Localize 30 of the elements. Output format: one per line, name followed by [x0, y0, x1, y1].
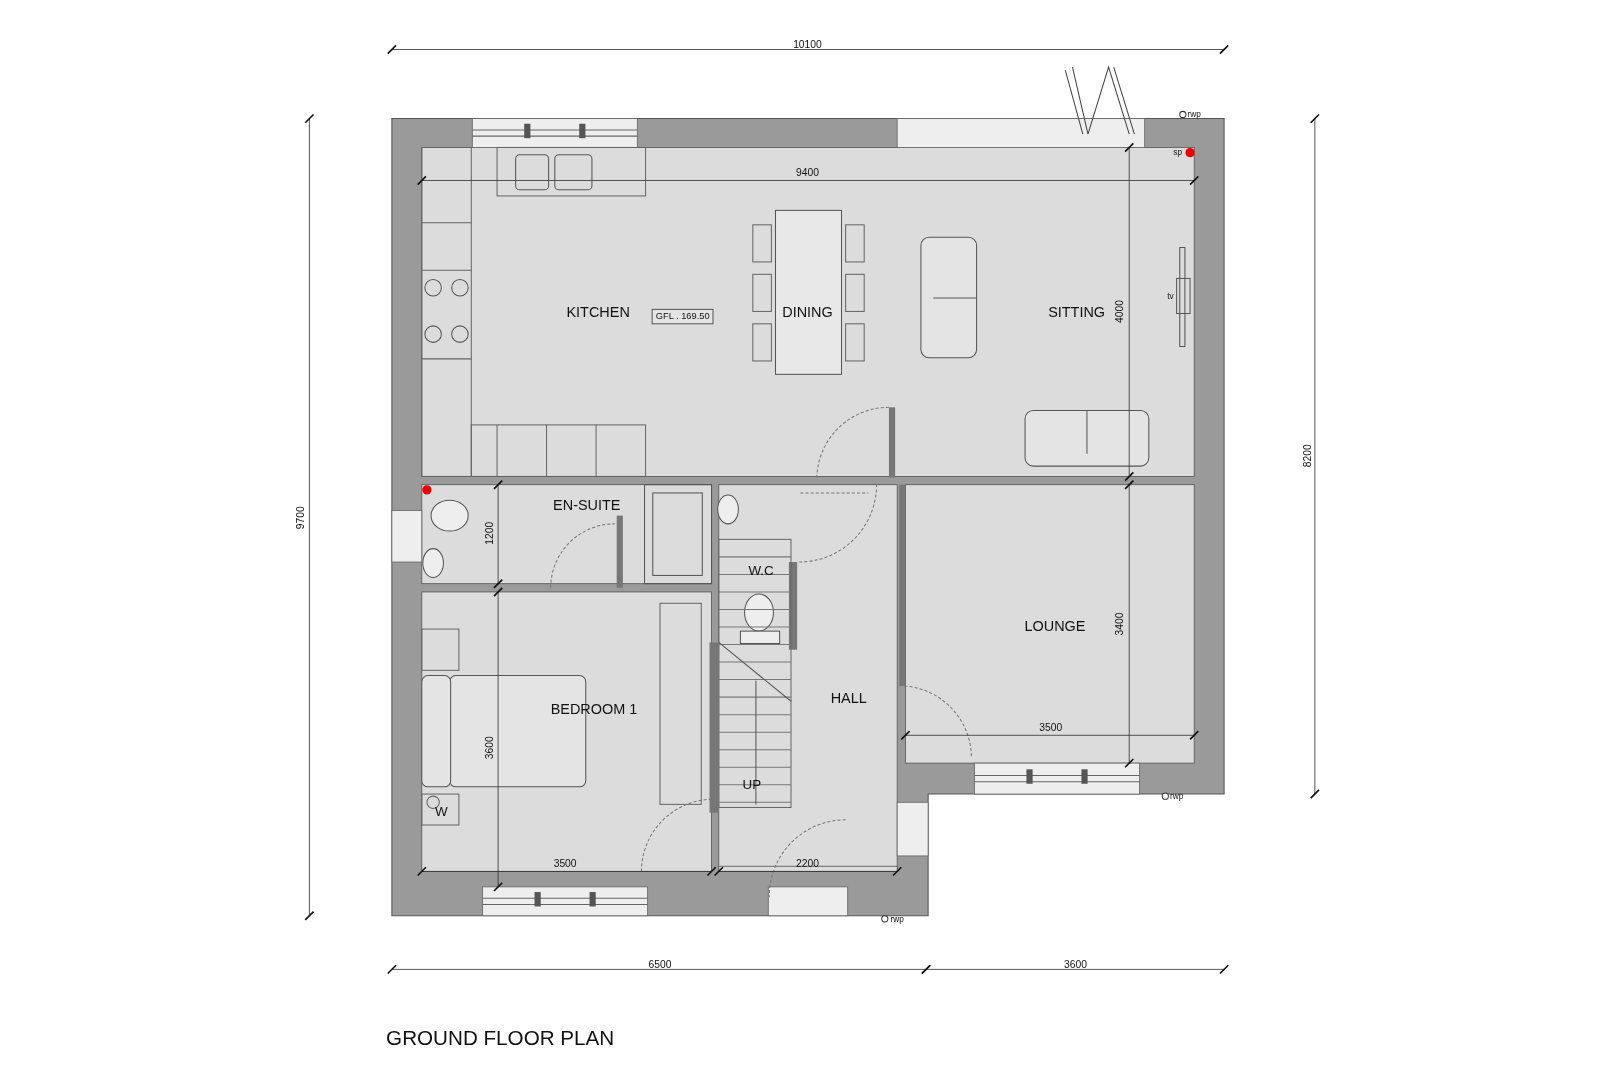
- room-name: BEDROOM 1: [550, 701, 638, 716]
- dimension-label: 3600: [1064, 960, 1088, 971]
- dimension-label: 3500: [553, 859, 577, 870]
- dimension-label: 9400: [796, 168, 819, 179]
- room-name: KITCHEN: [566, 304, 630, 319]
- appliance-label: tv: [1167, 292, 1174, 302]
- room-name: HALL: [830, 690, 867, 706]
- room-name: EN-SUITE: [553, 498, 621, 513]
- dimension-label: 9700: [295, 506, 307, 530]
- room-name: SITTING: [1048, 304, 1106, 319]
- dimension-label: 2200: [796, 859, 819, 870]
- room-name: LOUNGE: [1024, 618, 1086, 634]
- room-name: DINING: [782, 304, 833, 319]
- dimension-label: 4000: [1114, 299, 1126, 323]
- pipe-label: rwp: [890, 915, 904, 924]
- level-tag: GFL . 169.50: [651, 308, 714, 325]
- furniture-label: W: [435, 804, 448, 819]
- dimension-label: 10100: [793, 40, 822, 51]
- dimension-label: 6500: [648, 960, 672, 971]
- dimension-label: 3500: [1039, 722, 1063, 734]
- stair-label: UP: [742, 778, 762, 792]
- pipe-label: rwp: [1170, 793, 1184, 802]
- dimension-label: 3400: [1114, 612, 1126, 636]
- sensor-label: sp: [1173, 148, 1183, 157]
- dimension-label: 8200: [1302, 444, 1313, 468]
- room-name: W.C: [748, 563, 774, 577]
- dimension-label: 1200: [484, 521, 495, 545]
- dimension-label: 3600: [484, 736, 495, 760]
- drawing-title: GROUND FLOOR PLAN: [386, 1027, 615, 1048]
- pipe-label: rwp: [1187, 110, 1201, 119]
